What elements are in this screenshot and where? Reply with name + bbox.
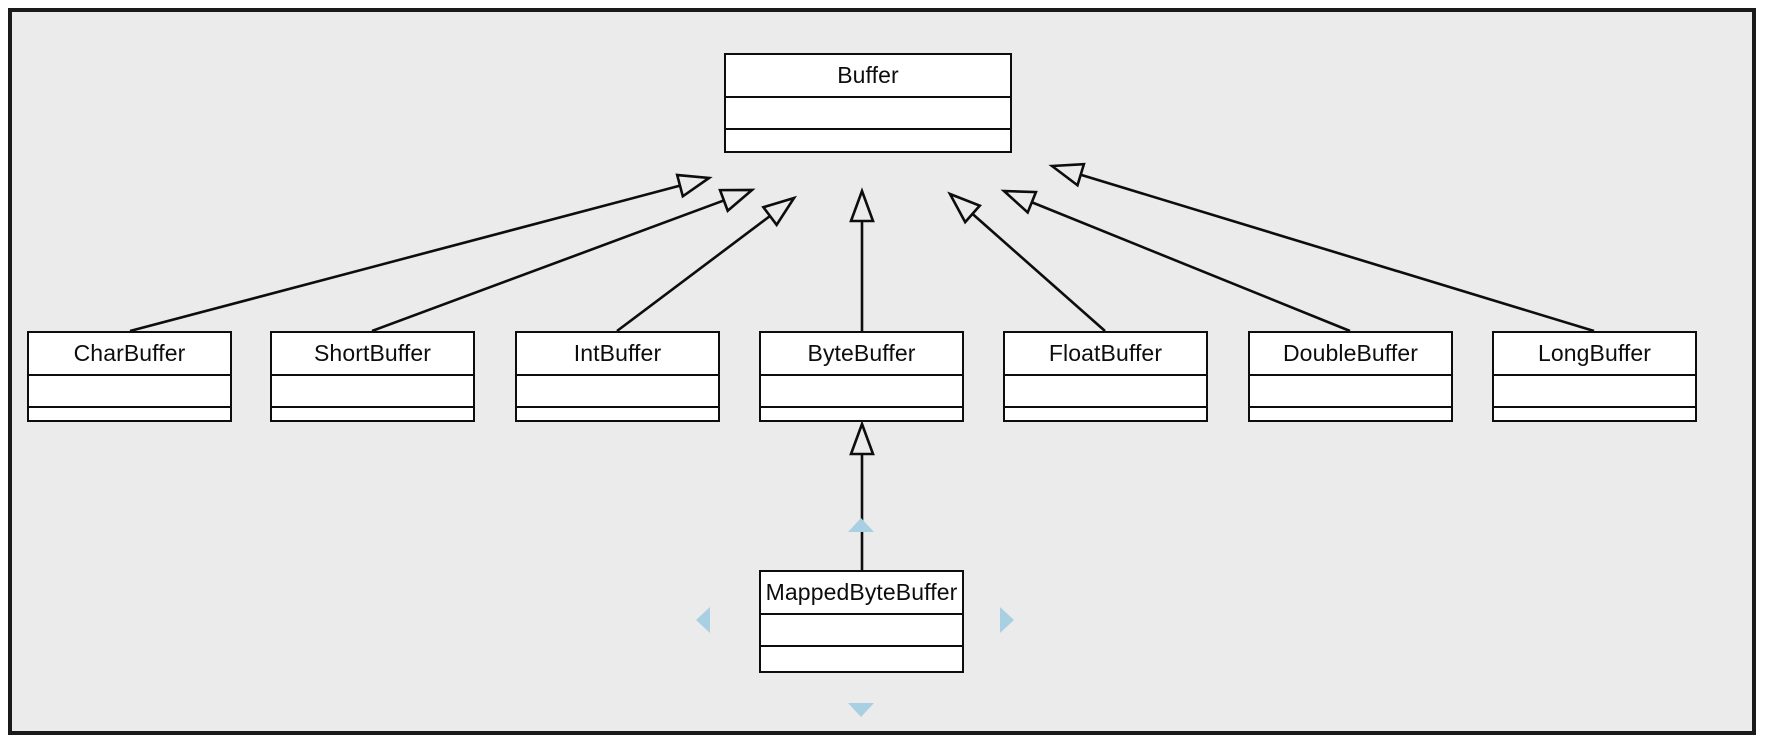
class-title-intbuffer: IntBuffer [573, 340, 662, 366]
nav-arrow-up[interactable] [848, 518, 874, 532]
class-title-floatbuffer: FloatBuffer [1048, 340, 1163, 366]
class-attributes-doublebuffer [1250, 374, 1451, 406]
class-title-longbuffer: LongBuffer [1537, 340, 1652, 366]
class-attributes-intbuffer [517, 374, 718, 406]
class-attributes-shortbuffer [272, 374, 473, 406]
class-operations-floatbuffer [1005, 406, 1206, 420]
class-operations-longbuffer [1494, 406, 1695, 420]
class-title-buffer: Buffer [837, 62, 899, 88]
class-box-floatbuffer[interactable]: FloatBuffer [1003, 331, 1208, 422]
class-operations-intbuffer [517, 406, 718, 420]
class-box-intbuffer[interactable]: IntBuffer [515, 331, 720, 422]
class-attributes-floatbuffer [1005, 374, 1206, 406]
nav-arrow-right[interactable] [1000, 607, 1014, 633]
class-operations-mappedbytebuffer [761, 645, 962, 671]
class-title-bytebuffer: ByteBuffer [807, 340, 916, 366]
class-title-doublebuffer: DoubleBuffer [1282, 340, 1419, 366]
class-attributes-bytebuffer [761, 374, 962, 406]
class-box-longbuffer[interactable]: LongBuffer [1492, 331, 1697, 422]
class-operations-shortbuffer [272, 406, 473, 420]
class-title-charbuffer: CharBuffer [73, 340, 186, 366]
class-attributes-mappedbytebuffer [761, 613, 962, 645]
class-attributes-charbuffer [29, 374, 230, 406]
class-box-buffer[interactable]: Buffer [724, 53, 1012, 153]
class-title-mappedbytebuffer: MappedByteBuffer [765, 579, 958, 605]
nav-arrow-left[interactable] [696, 607, 710, 633]
class-box-shortbuffer[interactable]: ShortBuffer [270, 331, 475, 422]
class-operations-doublebuffer [1250, 406, 1451, 420]
class-attributes-buffer [726, 96, 1010, 128]
class-box-bytebuffer[interactable]: ByteBuffer [759, 331, 964, 422]
class-box-mappedbytebuffer[interactable]: MappedByteBuffer [759, 570, 964, 673]
nav-arrow-down[interactable] [848, 703, 874, 717]
class-operations-charbuffer [29, 406, 230, 420]
class-box-doublebuffer[interactable]: DoubleBuffer [1248, 331, 1453, 422]
class-title-shortbuffer: ShortBuffer [313, 340, 432, 366]
class-box-charbuffer[interactable]: CharBuffer [27, 331, 232, 422]
class-operations-bytebuffer [761, 406, 962, 420]
class-operations-buffer [726, 128, 1010, 151]
class-attributes-longbuffer [1494, 374, 1695, 406]
